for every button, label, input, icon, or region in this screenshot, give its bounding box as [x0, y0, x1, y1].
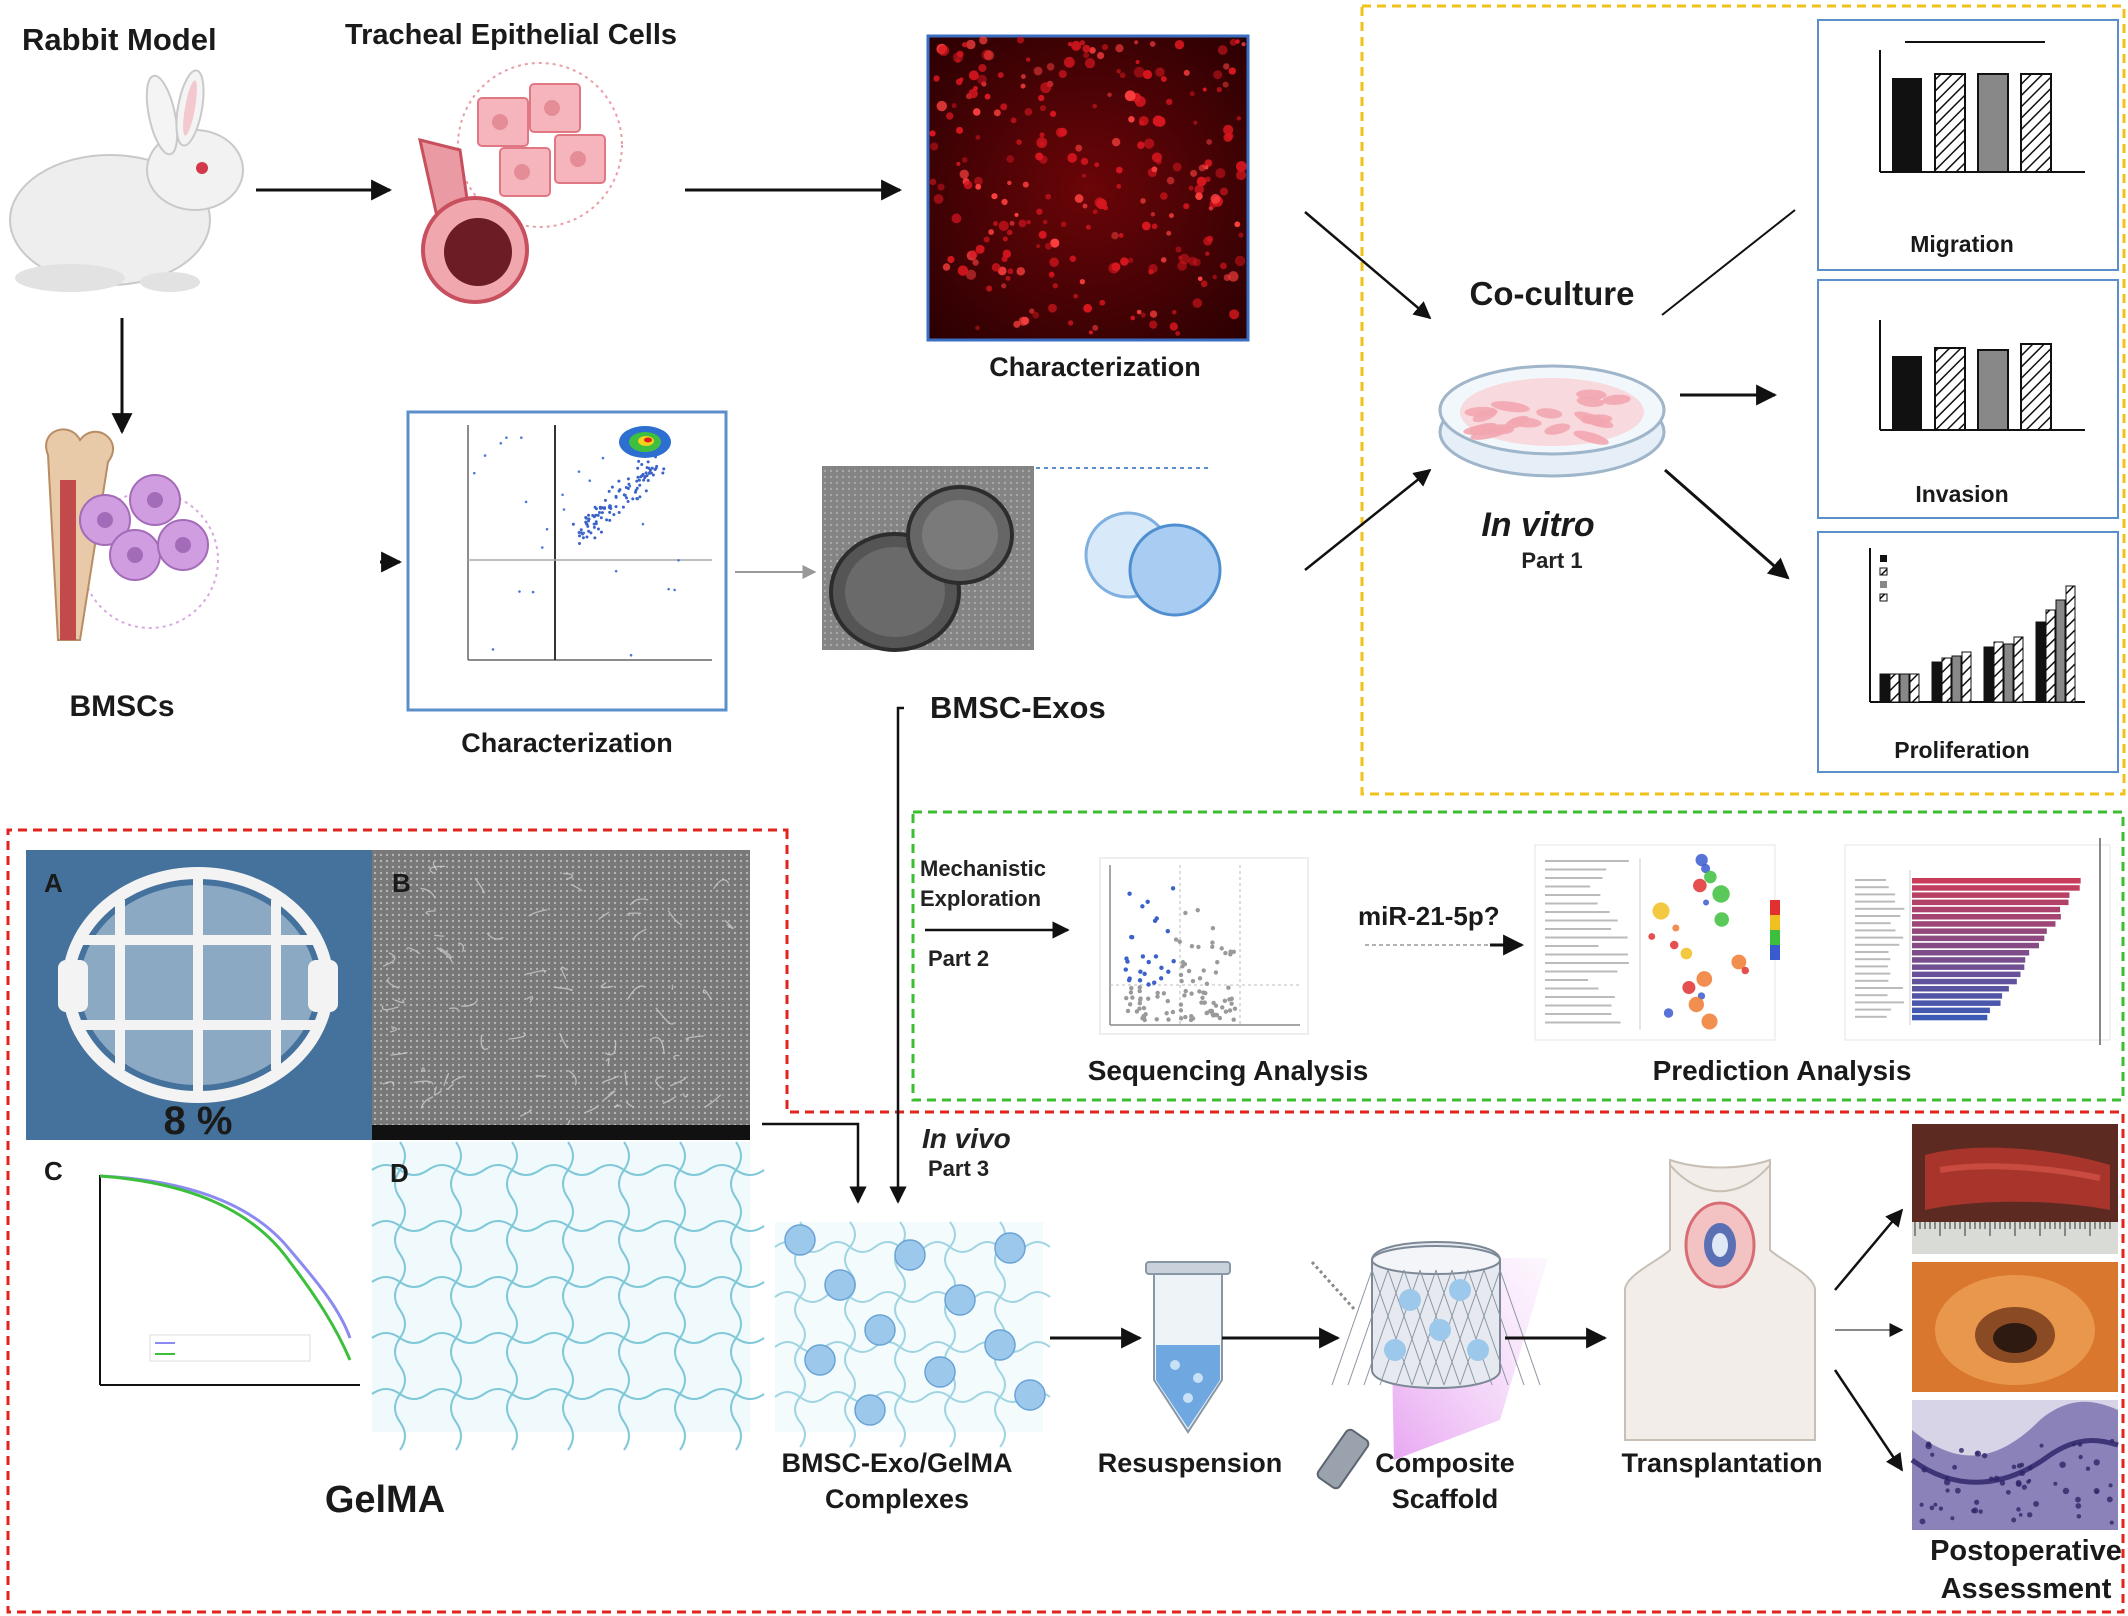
proliferation-label: Proliferation	[1894, 737, 2029, 763]
part1-region-border	[1360, 4, 2126, 796]
gross-specimen-image	[1912, 1124, 2118, 1254]
rabbit-icon	[9, 69, 244, 292]
hydrogel-mesh-panel	[371, 1141, 765, 1451]
part3-label: Part 3	[928, 1156, 989, 1181]
enrichment-bubble-plot	[1534, 844, 1780, 1041]
migration-label: Migration	[1910, 231, 2014, 257]
arrow-exos-to-complex	[889, 706, 907, 1204]
enrichment-bars	[1855, 878, 2081, 1021]
ruler-ticks	[1914, 1222, 2111, 1236]
sem-fibers	[381, 861, 734, 1130]
bubble-points	[1545, 853, 1750, 1030]
histology-nuclei	[1919, 1438, 2115, 1525]
postop-label-line2: Assessment	[1941, 1573, 2112, 1605]
proliferation-bars	[1879, 585, 2076, 703]
part1-label: Part 1	[1521, 548, 1582, 573]
complex-exosomes	[784, 1224, 1046, 1426]
fluorescence-image	[926, 34, 1250, 342]
bmsc-exos-label: BMSC-Exos	[930, 690, 1106, 725]
arrow-fluorescence-to-coculture	[1304, 211, 1432, 320]
part3-region-border	[6, 828, 2125, 1614]
gelma-concentration-label: 8 %	[164, 1099, 233, 1143]
hydrogel-mesh-lines	[371, 1141, 765, 1451]
postop-label-line1: Postoperative	[1930, 1535, 2122, 1567]
composite-scaffold-icon	[1310, 1241, 1548, 1460]
rabbit-model-label: Rabbit Model	[22, 22, 217, 57]
exo-gelma-complex-icon	[774, 1221, 1051, 1448]
fluorescence-cells	[929, 36, 1247, 336]
prediction-label: Prediction Analysis	[1653, 1055, 1912, 1086]
arrow-exos-to-coculture	[1304, 468, 1432, 571]
mirna-label: miR-21-5p?	[1358, 901, 1500, 931]
complex-label-line2: Complexes	[825, 1484, 969, 1514]
gelma-label: GelMA	[325, 1479, 445, 1521]
femur-icon	[45, 428, 219, 641]
panel-b-label: B	[392, 868, 411, 898]
arrow-to-gross-image	[1834, 1208, 1904, 1291]
panel-c-label: C	[44, 1156, 63, 1186]
petri-dish-icon	[1438, 364, 1666, 478]
bmscs-label: BMSCs	[69, 690, 174, 723]
arrow-to-proliferation	[1664, 468, 1790, 580]
histology-image	[1910, 1400, 2119, 1530]
panel-d-label: D	[390, 1158, 409, 1188]
uv-lamp-icon	[1316, 1428, 1370, 1490]
mechanistic-label-line2: Exploration	[920, 886, 1041, 911]
sem-panel	[372, 850, 750, 1140]
co-culture-label: Co-culture	[1470, 275, 1635, 312]
neck-transplant-icon	[1624, 1158, 1816, 1441]
exosome-icon	[1084, 511, 1222, 617]
degradation-curve-panel	[26, 1142, 372, 1432]
gelma-photo-panel	[26, 850, 372, 1140]
migration-chart	[1817, 19, 2119, 271]
arrow-to-histology-image	[1833, 1369, 1904, 1472]
invasion-label: Invasion	[1915, 481, 2008, 507]
trachea-icon	[418, 62, 623, 304]
enrichment-bar-chart	[1844, 844, 2111, 1041]
volcano-points	[1123, 886, 1238, 1023]
composite-label-line2: Scaffold	[1392, 1484, 1499, 1514]
composite-label-line1: Composite	[1375, 1448, 1515, 1478]
sequencing-label: Sequencing Analysis	[1088, 1055, 1369, 1086]
line-to-migration	[1661, 209, 1796, 316]
invasion-chart	[1817, 279, 2119, 519]
resuspension-label: Resuspension	[1098, 1448, 1283, 1478]
dish-cells	[1463, 389, 1631, 445]
centrifuge-tube-icon	[1145, 1261, 1231, 1434]
characterization-flow-label: Characterization	[461, 728, 673, 758]
panel-a-label: A	[44, 868, 63, 898]
proliferation-chart	[1817, 531, 2119, 773]
tem-exosome-image	[822, 466, 1034, 652]
mechanistic-label-line1: Mechanistic	[920, 856, 1046, 881]
characterization-top-label: Characterization	[989, 352, 1201, 382]
complex-label-line1: BMSC-Exo/GelMA	[781, 1448, 1012, 1478]
endoscopy-image	[1912, 1262, 2118, 1392]
arrow-gelma-to-complex	[762, 1122, 867, 1204]
tracheal-cells-label: Tracheal Epithelial Cells	[345, 19, 677, 51]
part2-region-border	[911, 810, 2125, 1102]
volcano-plot	[1099, 857, 1309, 1035]
in-vivo-label: In vivo	[922, 1123, 1011, 1154]
transplantation-label: Transplantation	[1621, 1448, 1822, 1478]
in-vitro-label: In vitro	[1481, 506, 1594, 544]
flow-cytometry-plot	[406, 410, 728, 712]
part2-label: Part 2	[928, 946, 989, 971]
